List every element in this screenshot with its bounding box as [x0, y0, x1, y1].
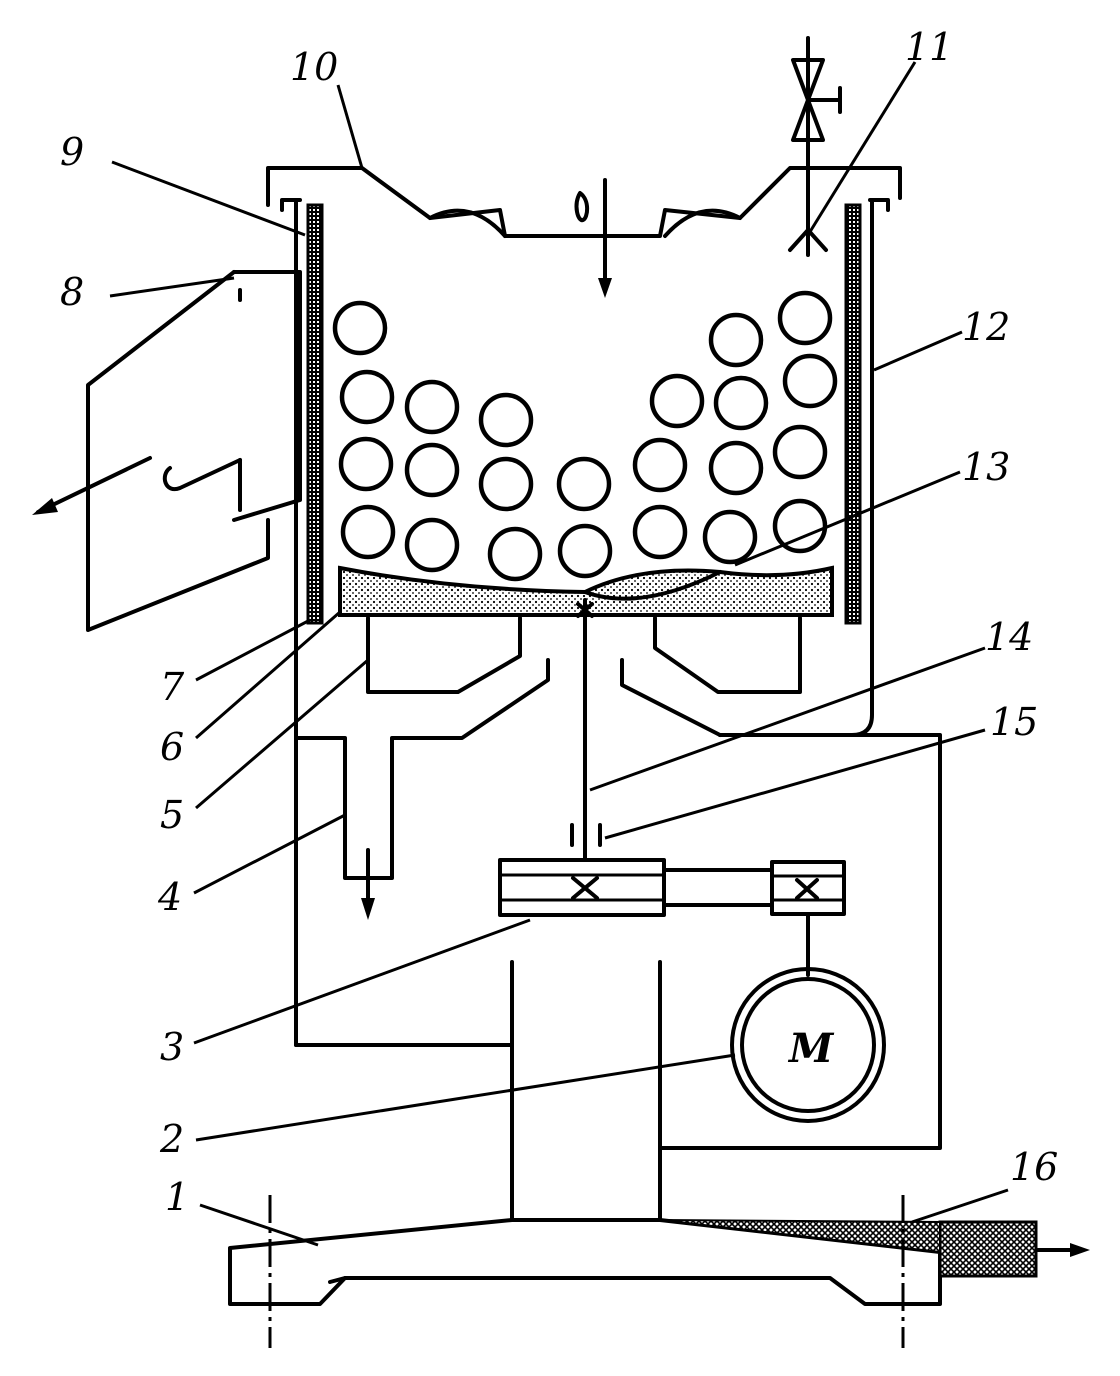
base [228, 1195, 1090, 1348]
motor-label: M [787, 1025, 835, 1072]
shaft [576, 598, 594, 862]
label-2: 2 [159, 1117, 184, 1161]
label-9: 9 [60, 130, 84, 174]
label-13: 13 [962, 445, 1010, 489]
lid [266, 166, 902, 238]
label-10: 10 [290, 45, 338, 89]
label-3: 3 [160, 1025, 184, 1069]
label-16: 16 [1010, 1145, 1058, 1189]
media-balls [332, 290, 838, 582]
label-8: 8 [60, 270, 84, 314]
outlet-hopper [32, 270, 302, 632]
valve [788, 36, 842, 257]
label-11: 11 [905, 25, 953, 69]
label-14: 14 [985, 615, 1033, 659]
inlet-arrow [574, 178, 612, 298]
label-7: 7 [160, 665, 185, 709]
coupling [570, 823, 602, 847]
label-1: 1 [165, 1175, 189, 1219]
leader-lines [109, 61, 1009, 1247]
label-15: 15 [990, 700, 1038, 744]
label-6: 6 [160, 725, 184, 769]
label-5: 5 [160, 793, 184, 837]
discharge-chamber [294, 616, 802, 920]
part-labels: 1 2 3 4 5 6 7 8 9 10 11 12 13 14 15 16 [60, 25, 1058, 1219]
label-12: 12 [962, 305, 1010, 349]
motor: M [730, 967, 886, 1123]
label-4: 4 [157, 875, 182, 919]
belt-drive [498, 858, 846, 977]
